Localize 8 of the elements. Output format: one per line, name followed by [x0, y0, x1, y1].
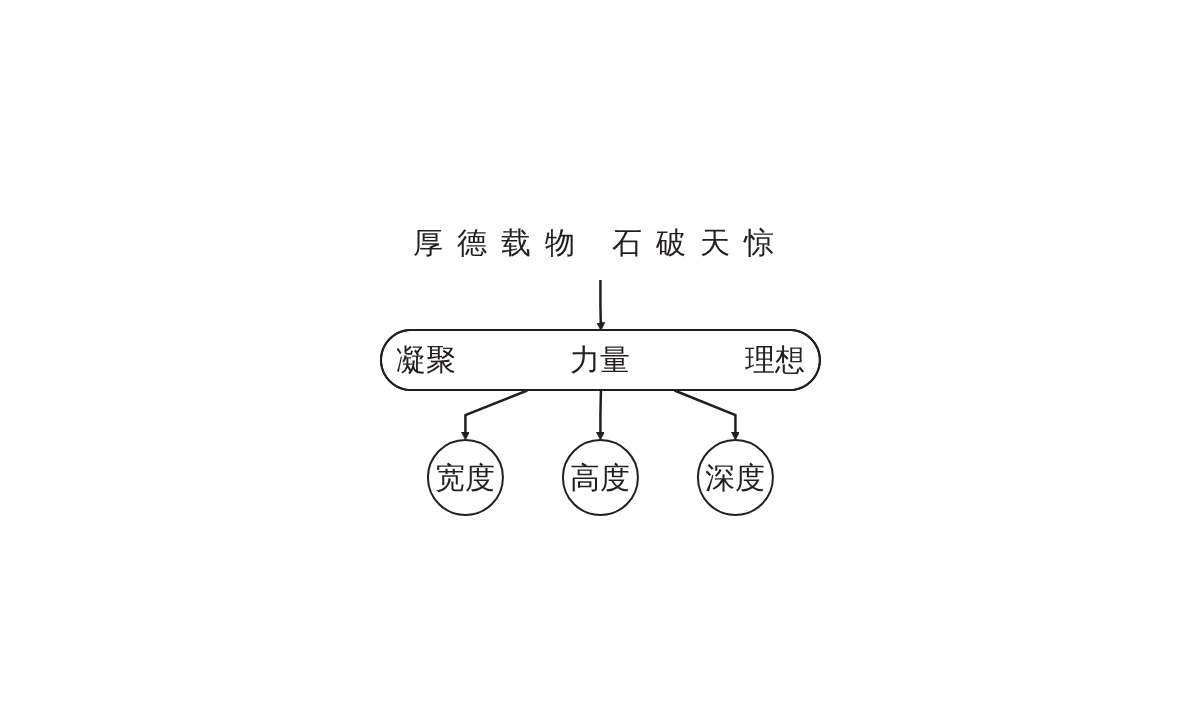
node-text: 厚德载物 石破天惊 [412, 224, 788, 260]
node-circle [561, 438, 639, 516]
node-circle [426, 438, 504, 516]
arrow [595, 389, 605, 440]
arrow [595, 279, 605, 331]
arrow [460, 388, 528, 440]
node-circle [696, 438, 774, 516]
arrow [673, 388, 740, 440]
